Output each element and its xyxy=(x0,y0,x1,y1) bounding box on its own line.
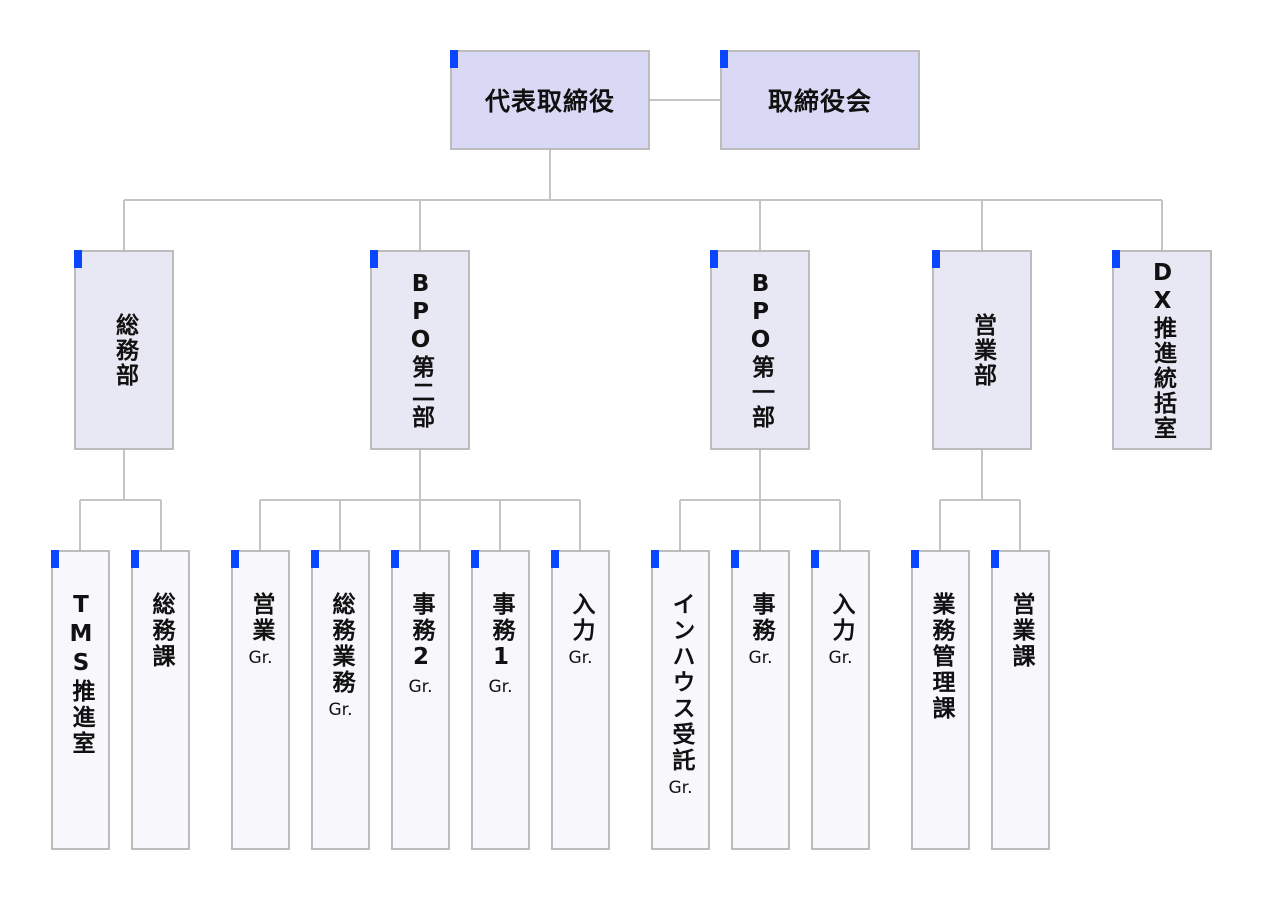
blue-marker xyxy=(710,250,718,268)
group-suffix: Gr. xyxy=(568,648,593,668)
box-label: 事務 xyxy=(748,592,774,644)
box-label: TMS推進室 xyxy=(68,592,94,757)
group-suffix: Gr. xyxy=(328,700,353,720)
box-label: BPO第一部 xyxy=(747,270,774,430)
org-box-input-group: 入力 Gr. xyxy=(811,550,870,850)
group-suffix: Gr. xyxy=(668,778,693,798)
blue-marker xyxy=(811,550,819,568)
org-box-dx-office: DX推進統括室 xyxy=(1112,250,1212,450)
box-label: 取締役会 xyxy=(767,87,872,116)
box-label: 代表取締役 xyxy=(484,87,615,116)
org-box-representative-director: 代表取締役 xyxy=(450,50,650,150)
org-box-tms-office: TMS推進室 xyxy=(51,550,110,850)
org-box-office-group-1: 事務1 Gr. xyxy=(471,550,530,850)
org-box-sales-section: 営業課 xyxy=(991,550,1050,850)
group-suffix: Gr. xyxy=(408,677,433,697)
org-box-board-of-directors: 取締役会 xyxy=(720,50,920,150)
blue-marker xyxy=(311,550,319,568)
box-label: 業務管理課 xyxy=(928,592,954,722)
blue-marker xyxy=(1112,250,1120,268)
org-box-office-group-2: 事務2 Gr. xyxy=(391,550,450,850)
box-label: 営業部 xyxy=(969,312,996,388)
box-label: インハウス受託 xyxy=(668,592,694,774)
org-box-bpo-dept-2: BPO第二部 xyxy=(370,250,470,450)
blue-marker xyxy=(74,250,82,268)
blue-marker xyxy=(450,50,458,68)
blue-marker xyxy=(471,550,479,568)
box-label: 入力 xyxy=(568,592,594,644)
box-label: DX推進統括室 xyxy=(1149,259,1176,441)
blue-marker xyxy=(231,550,239,568)
box-label: 総務部 xyxy=(111,312,138,388)
box-label: 事務1 xyxy=(488,592,514,673)
box-label: BPO第二部 xyxy=(407,270,434,430)
org-box-sales-dept: 営業部 xyxy=(932,250,1032,450)
box-label: 営業課 xyxy=(1008,592,1034,670)
org-box-inhouse-group: インハウス受託 Gr. xyxy=(651,550,710,850)
blue-marker xyxy=(551,550,559,568)
group-suffix: Gr. xyxy=(248,648,273,668)
blue-marker xyxy=(391,550,399,568)
org-box-general-affairs-section: 総務課 xyxy=(131,550,190,850)
group-suffix: Gr. xyxy=(488,677,513,697)
blue-marker xyxy=(731,550,739,568)
org-box-business-management-section: 業務管理課 xyxy=(911,550,970,850)
box-label: 総務業務 xyxy=(328,592,354,696)
blue-marker xyxy=(651,550,659,568)
blue-marker xyxy=(370,250,378,268)
org-box-general-affairs-group: 総務業務 Gr. xyxy=(311,550,370,850)
org-box-bpo-dept-1: BPO第一部 xyxy=(710,250,810,450)
blue-marker xyxy=(911,550,919,568)
blue-marker xyxy=(991,550,999,568)
org-box-input-group: 入力 Gr. xyxy=(551,550,610,850)
org-box-general-affairs-dept: 総務部 xyxy=(74,250,174,450)
box-label: 入力 xyxy=(828,592,854,644)
org-box-office-group: 事務 Gr. xyxy=(731,550,790,850)
box-label: 事務2 xyxy=(408,592,434,673)
group-suffix: Gr. xyxy=(828,648,853,668)
box-label: 総務課 xyxy=(148,592,174,670)
org-box-sales-group: 営業 Gr. xyxy=(231,550,290,850)
box-label: 営業 xyxy=(248,592,274,644)
blue-marker xyxy=(932,250,940,268)
blue-marker xyxy=(51,550,59,568)
blue-marker xyxy=(131,550,139,568)
blue-marker xyxy=(720,50,728,68)
group-suffix: Gr. xyxy=(748,648,773,668)
